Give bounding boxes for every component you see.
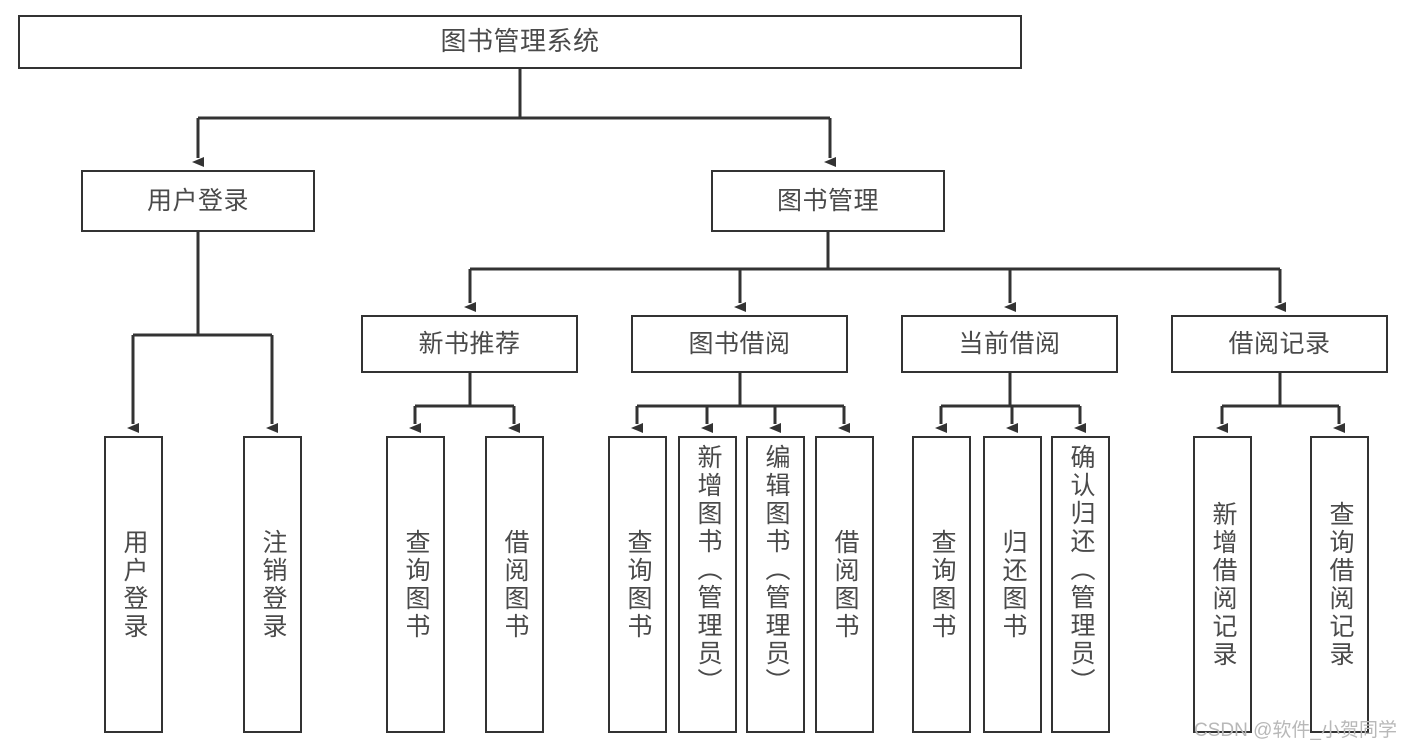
node-leaf-query-book-1[interactable]: 查询图书 <box>386 436 445 733</box>
node-leaf-confirm-return-admin-label: 确认归还（管理员） <box>1067 444 1095 696</box>
node-new-book-recommend[interactable]: 新书推荐 <box>361 315 578 373</box>
node-leaf-logout[interactable]: 注销登录 <box>243 436 302 733</box>
node-leaf-logout-label: 注销登录 <box>259 528 287 641</box>
node-borrow-record[interactable]: 借阅记录 <box>1171 315 1388 373</box>
edge-current-borrow-to-leaves <box>935 373 1086 433</box>
node-book-manage[interactable]: 图书管理 <box>711 170 945 232</box>
node-leaf-query-borrow-record[interactable]: 查询借阅记录 <box>1310 436 1369 733</box>
node-leaf-query-book-3[interactable]: 查询图书 <box>912 436 971 733</box>
node-root[interactable]: 图书管理系统 <box>18 15 1022 69</box>
node-book-manage-label: 图书管理 <box>776 187 879 215</box>
node-leaf-query-book-3-label: 查询图书 <box>928 528 956 641</box>
edge-borrow-record-to-leaves <box>1216 373 1345 433</box>
node-root-label: 图书管理系统 <box>440 26 600 57</box>
edge-book-borrow-to-leaves <box>631 373 850 433</box>
node-book-borrow[interactable]: 图书借阅 <box>631 315 848 373</box>
node-leaf-add-book-admin[interactable]: 新增图书（管理员） <box>678 436 737 733</box>
edge-user-login-to-leaves <box>127 232 278 433</box>
node-leaf-borrow-book-1[interactable]: 借阅图书 <box>485 436 544 733</box>
node-leaf-borrow-book-1-label: 借阅图书 <box>501 528 529 641</box>
node-leaf-edit-book-admin[interactable]: 编辑图书（管理员） <box>746 436 805 733</box>
node-leaf-query-book-2-label: 查询图书 <box>624 528 652 641</box>
node-leaf-add-book-admin-label: 新增图书（管理员） <box>694 444 722 696</box>
edge-book-manage-to-level2 <box>464 232 1286 312</box>
node-leaf-add-borrow-record[interactable]: 新增借阅记录 <box>1193 436 1252 733</box>
node-book-borrow-label: 图书借阅 <box>688 330 791 358</box>
watermark: CSDN @软件_小贺同学 <box>1194 720 1397 741</box>
node-user-login-label: 用户登录 <box>146 187 249 215</box>
node-leaf-query-book-2[interactable]: 查询图书 <box>608 436 667 733</box>
node-leaf-return-book[interactable]: 归还图书 <box>983 436 1042 733</box>
edge-new-book-recommend-to-leaves <box>409 373 520 433</box>
node-current-borrow-label: 当前借阅 <box>958 330 1061 358</box>
node-leaf-query-borrow-record-label: 查询借阅记录 <box>1326 500 1354 669</box>
node-leaf-borrow-book-2[interactable]: 借阅图书 <box>815 436 874 733</box>
node-leaf-user-login-label: 用户登录 <box>120 528 148 641</box>
node-leaf-add-borrow-record-label: 新增借阅记录 <box>1209 500 1237 669</box>
node-new-book-recommend-label: 新书推荐 <box>418 330 521 358</box>
node-leaf-borrow-book-2-label: 借阅图书 <box>831 528 859 641</box>
node-leaf-edit-book-admin-label: 编辑图书（管理员） <box>762 444 790 696</box>
edge-root-to-level1 <box>192 69 836 167</box>
node-current-borrow[interactable]: 当前借阅 <box>901 315 1118 373</box>
node-user-login[interactable]: 用户登录 <box>81 170 315 232</box>
node-leaf-confirm-return-admin[interactable]: 确认归还（管理员） <box>1051 436 1110 733</box>
node-leaf-return-book-label: 归还图书 <box>999 528 1027 641</box>
node-leaf-query-book-1-label: 查询图书 <box>402 528 430 641</box>
node-leaf-user-login[interactable]: 用户登录 <box>104 436 163 733</box>
node-borrow-record-label: 借阅记录 <box>1228 330 1331 358</box>
